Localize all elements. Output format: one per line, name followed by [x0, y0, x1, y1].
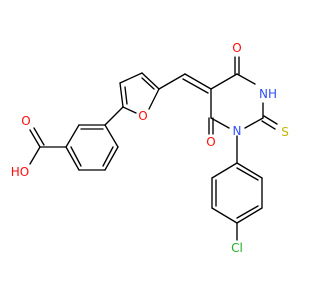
bond-c5-methine-b	[182, 78, 209, 94]
atom-label-o-acid-double: O	[21, 114, 30, 128]
atom-label-n-aryl: N	[233, 124, 242, 138]
atom-label-nh: NH	[259, 87, 277, 101]
bond-c2-s-b	[263, 115, 278, 125]
bond-ar-c3-c4	[236, 207, 263, 224]
atom-label-oh: HO	[11, 165, 29, 179]
bond-furan-benzene	[104, 106, 124, 126]
bond-n3-c4	[236, 73, 256, 85]
bond-c6-n1	[210, 117, 230, 129]
bond-furan-c4-c5-inner	[124, 86, 128, 105]
bond-ar-c6-c1	[211, 162, 238, 179]
bond-furan-c2-c3-inner	[141, 77, 155, 90]
bond-ar-c3-c4-inner	[236, 205, 259, 219]
bond-furan-c3-c4	[119, 72, 143, 84]
atom-label-o-carbonyl-top: O	[232, 41, 241, 55]
bond-ar-c1-c2	[236, 162, 263, 179]
bond-ph-c2-c3	[65, 124, 80, 148]
bond-cooh-o-a	[29, 129, 41, 148]
molecule-structure-diagram: O NH S N O O O HO Cl	[11, 41, 289, 255]
atom-label-cl: Cl	[231, 241, 243, 255]
bond-cooh-o-b	[33, 127, 45, 146]
bond-c4-c5	[210, 73, 238, 90]
atom-labels: O NH S N O O O HO Cl	[11, 41, 289, 255]
bond-furan-c2-c3	[141, 72, 160, 90]
bond-cooh-oh	[29, 146, 41, 165]
atom-label-s: S	[281, 125, 289, 139]
bond-n1-c2	[244, 117, 264, 129]
bond-methine-furan	[158, 73, 186, 90]
bond-ph-c3-c4	[65, 146, 80, 171]
bond-ph-c3-c4-inner	[70, 146, 82, 167]
bond-ph-c6-c1	[104, 124, 119, 148]
bond-ph-c5-c6	[104, 146, 119, 171]
bond-lines	[29, 56, 278, 241]
bond-c2-s-a	[261, 120, 276, 130]
bond-furan-c4-c5	[119, 82, 124, 108]
bond-ar-c1-c2-inner	[236, 167, 259, 181]
bond-c5-methine-a	[184, 73, 212, 90]
bond-ar-c4-c5	[211, 207, 238, 224]
bond-furan-c5-o	[122, 106, 137, 114]
bond-furan-o-c2	[148, 88, 160, 110]
bond-ph-c5-c6-inner	[102, 146, 114, 167]
atom-label-o-carbonyl-left: O	[206, 135, 215, 149]
atom-label-o-furan: O	[138, 109, 147, 123]
